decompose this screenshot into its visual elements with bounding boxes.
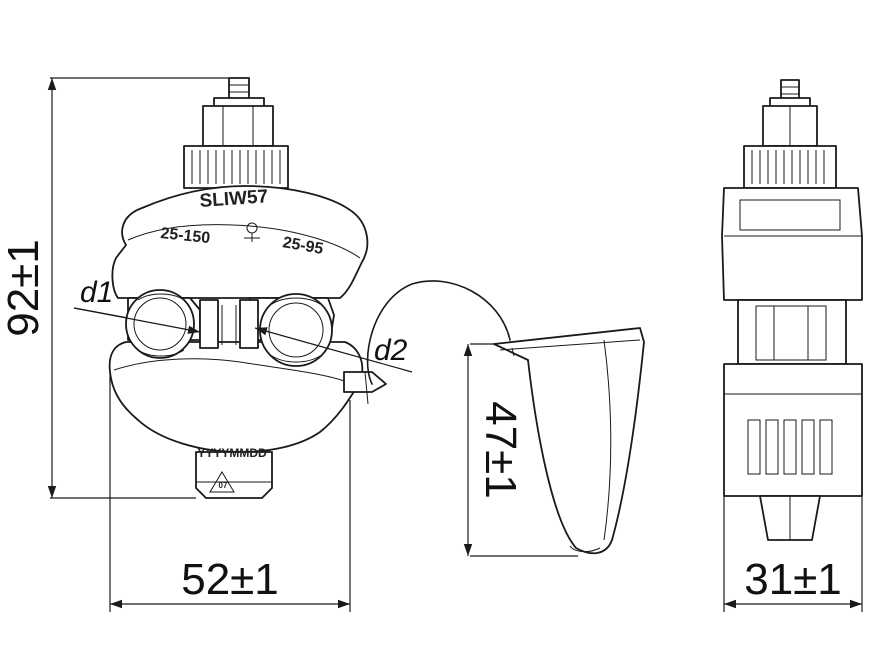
- date-code-marking: YYYYMMDD: [197, 446, 267, 460]
- cap-view: 47±1: [366, 280, 645, 557]
- recycle-code: 07: [219, 481, 228, 490]
- torque-key-icon: [244, 222, 260, 242]
- recycle-icon: [209, 471, 235, 493]
- range-main-marking: 25-150: [160, 225, 211, 247]
- label-d1: d1: [80, 276, 113, 309]
- dimension-lines: 92±1 52±1 31±1: [0, 77, 863, 612]
- side-view: [721, 79, 863, 541]
- front-view: 07 SLIW57 25-150 25-95 YYYYMMDD d1 d2: [73, 77, 413, 499]
- dim-height: 92±1: [0, 239, 48, 337]
- dim-width: 52±1: [181, 555, 279, 604]
- model-marking: SLIW57: [199, 186, 269, 212]
- dim-depth: 31±1: [744, 555, 842, 604]
- label-d2: d2: [374, 334, 408, 367]
- range-branch-marking: 25-95: [281, 234, 324, 258]
- dim-cap-height: 47±1: [476, 401, 525, 499]
